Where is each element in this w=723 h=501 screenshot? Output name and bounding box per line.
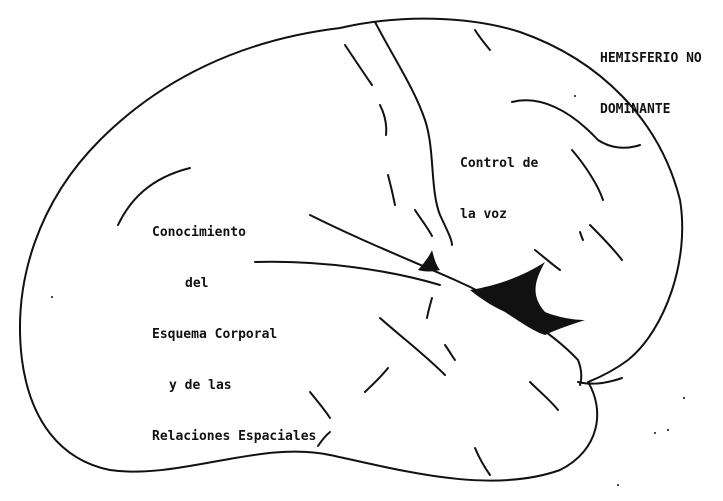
temporal-sulcus-3 — [427, 298, 432, 318]
insula-wedge-large — [470, 262, 585, 335]
sulcus-1 — [345, 45, 372, 85]
sulcus-6 — [572, 150, 603, 200]
sylvian-fissure — [310, 215, 581, 385]
hemisphere-title-line-2: DOMINANTE — [600, 101, 702, 118]
temporal-sulcus-8 — [445, 345, 455, 360]
body-schema-line-4: y de las — [152, 377, 316, 394]
body-schema-line-2: del — [152, 275, 316, 292]
sulcus-7 — [590, 225, 622, 260]
voice-control-line-2: la voz — [460, 206, 538, 223]
body-schema-line-3: Esquema Corporal — [152, 326, 316, 343]
voice-control-line-1: Control de — [460, 155, 538, 172]
sulcus-9 — [415, 210, 432, 236]
temporal-sulcus-1 — [380, 318, 445, 375]
brain-outline — [20, 19, 682, 481]
body-schema-line-1: Conocimiento — [152, 224, 316, 241]
temporal-sulcus-5 — [318, 432, 330, 446]
hemisphere-title-line-1: HEMISFERIO NO — [600, 50, 702, 67]
sulcus-2 — [380, 105, 386, 135]
hemisphere-title: HEMISFERIO NO DOMINANTE — [600, 16, 702, 152]
sulcus-3 — [388, 175, 395, 205]
temporal-fold — [578, 378, 622, 384]
temporal-sulcus-2 — [365, 368, 388, 392]
insula-wedge-small — [418, 250, 440, 272]
voice-control-label: Control de la voz — [460, 121, 538, 257]
temporal-sulcus-7 — [475, 448, 490, 475]
body-schema-line-5: Relaciones Espaciales — [152, 428, 316, 445]
temporal-sulcus-6 — [530, 382, 558, 410]
sulcus-4 — [475, 30, 490, 50]
sulcus-8 — [580, 232, 583, 240]
body-schema-label: Conocimiento del Esquema Corporal y de l… — [152, 190, 316, 479]
